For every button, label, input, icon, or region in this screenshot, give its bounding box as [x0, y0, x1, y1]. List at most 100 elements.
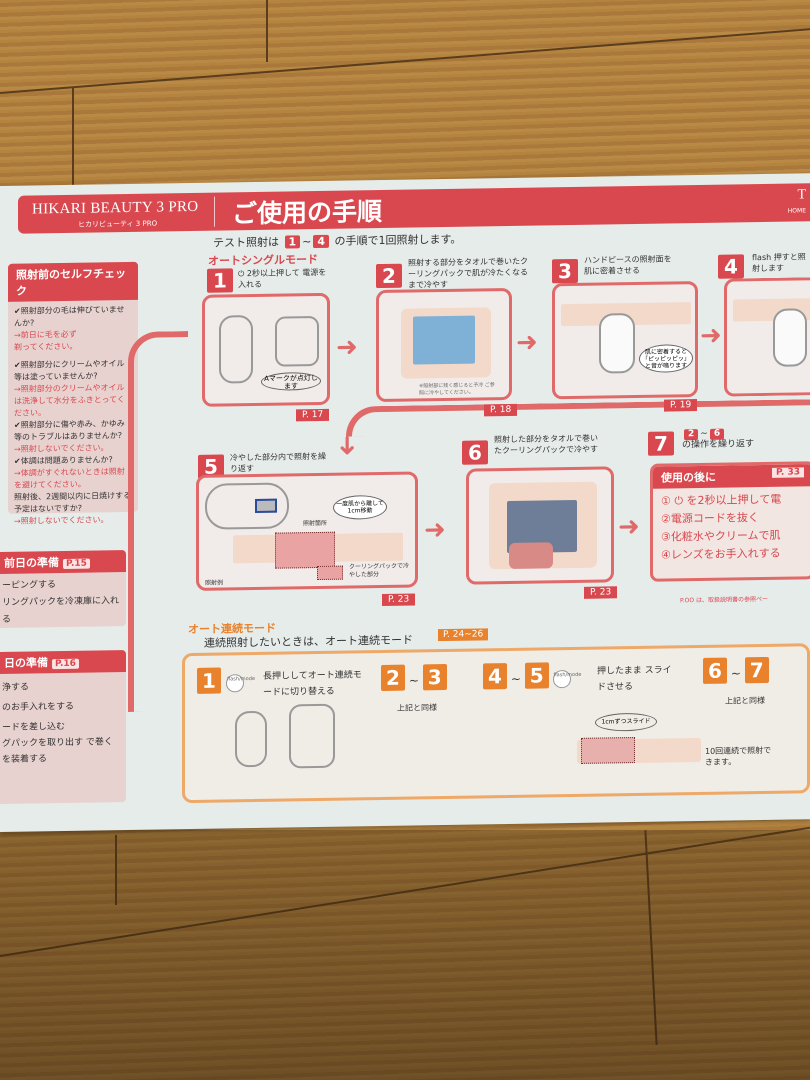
range-sep: ~ — [302, 235, 312, 249]
cont-step-6-7: 6 ~ 7 — [703, 656, 769, 684]
step3-illustration: 肌に密着すると「ピッピッピッ」と音が鳴ります — [552, 281, 698, 400]
page-ref: P. 18 — [484, 403, 518, 417]
test-suffix: の手順で1回照射します。 — [334, 232, 462, 248]
check-question: ✔照射部分にクリームやオイル等は塗っていませんか? — [14, 359, 125, 382]
spot-label: 照射箇所 — [303, 519, 328, 528]
prep-item: ードを差し込む — [2, 721, 66, 733]
step-number: 3 — [422, 663, 447, 691]
step-note: 肌に密着すると「ピッピッピッ」と音が鳴ります — [639, 344, 693, 373]
step2-illustration: ※照射部に残く感じると予冷 ご参照に冷やしてください。 — [376, 287, 512, 403]
device-icon — [289, 703, 335, 769]
legend-swatch — [317, 565, 343, 581]
prep-item: を装着する — [2, 754, 48, 765]
cooled-area — [581, 737, 635, 764]
header-right-fragment: T — [797, 187, 806, 203]
handpiece-icon — [235, 710, 267, 768]
check-question: ✔照射部分に傷や赤み、かゆみ等のトラブルはありませんか? — [14, 419, 125, 442]
step-text: ハンドピースの照射面を肌に密着させる — [584, 254, 672, 276]
after-use-item: ① ⏻ を2秒以上押して電 — [661, 492, 782, 508]
instruction-sheet: HIKARI BEAUTY 3 PRO ヒカリビューティ 3 PRO ご使用の手… — [0, 173, 810, 832]
step-note: 一度肌から離して1cm移動 — [333, 494, 387, 520]
step-number: 3 — [552, 258, 578, 284]
camisole-figure — [413, 315, 475, 365]
after-use-item: ③化粧水やクリームで肌 — [661, 528, 781, 544]
auto-continuous-box: 1 flash/mode 長押ししてオート連続モードに切り替える 2 ~ 3 上… — [182, 643, 810, 804]
cont-step-1: 1 flash/mode — [197, 667, 255, 694]
prep-item: リングパックを冷凍庫に入れる — [2, 596, 120, 625]
step-number: 6 — [703, 657, 727, 684]
step-badge: 4 — [313, 234, 330, 249]
footnote: P.OO は、取扱説明書の参照ペー — [680, 595, 768, 605]
step-note: ※照射部に残く感じると予冷 ご参照に冷やしてください。 — [419, 382, 495, 397]
self-check-title: 照射前のセルフチェック — [8, 261, 138, 302]
handpiece-icon — [219, 315, 253, 384]
check-answer: →体調がすぐれないときは照射を避けてください。 — [14, 467, 125, 490]
continuous-note: 10回連続で照射できます。 — [705, 745, 772, 767]
towel-figure — [509, 542, 553, 570]
prep-item: のお手入れをする — [2, 701, 75, 713]
page-ref: P. 33 — [771, 467, 804, 478]
handpiece-icon — [773, 308, 807, 367]
lens-icon — [255, 498, 277, 513]
floor-seam — [266, 0, 268, 62]
step-badge: 6 — [709, 428, 725, 440]
step-number: 2 — [376, 263, 402, 289]
same-day-title: 日の準備 — [4, 656, 48, 670]
step-text: 照射した部分をタオルで巻いたクーリングパックで冷やす — [494, 433, 598, 456]
step-number: 4 — [483, 663, 507, 690]
step-text: 上記と同様 — [397, 703, 437, 713]
example-label: 照射例 — [205, 579, 224, 587]
check-question: ✔照射部分の毛は伸びていませんか? — [14, 305, 125, 328]
step5-illustration: 照射箇所 一度肌から離して1cm移動 クーリングパックで冷やした部分 照射例 — [196, 471, 418, 591]
step7-text: 2~6 の操作を繰り返す — [682, 428, 755, 451]
header-divider — [214, 196, 215, 227]
flow-track — [128, 331, 188, 712]
step-number: 1 — [197, 667, 221, 694]
prep-item: ーピングする — [2, 580, 57, 591]
arrow-right-icon: ➜ — [336, 332, 358, 363]
floor-seam — [72, 88, 74, 188]
step-number: 5 — [524, 662, 549, 689]
prev-day-title: 前日の準備 — [4, 556, 59, 570]
legend-label: クーリングパックで冷やした部分 — [349, 562, 410, 579]
arrow-right-icon: ➜ — [618, 511, 640, 543]
step-badge: 2 — [684, 429, 699, 441]
page-ref: P. 17 — [296, 408, 330, 422]
step-text: 冷やした部分内で照射を繰り返す — [230, 451, 326, 474]
step-badge: 1 — [284, 235, 301, 249]
step-text: 押したまま スライドさせる — [597, 665, 672, 693]
step-number: 1 — [207, 268, 233, 293]
step-text: 上記と同様 — [725, 695, 765, 706]
page-ref: P.15 — [63, 558, 90, 570]
page-ref: P. 23 — [584, 586, 618, 599]
step-note: Aマークが点灯します — [261, 371, 321, 391]
brand-name: HIKARI BEAUTY 3 PRO — [32, 198, 199, 218]
device-icon — [275, 315, 319, 367]
step-text: ⏻ 2秒以上押して 電源を入れる — [238, 267, 327, 290]
arrow-right-icon: ➜ — [424, 514, 446, 546]
cont-step-2-3: 2 ~ 3 — [381, 663, 447, 692]
check-question: 照射後、2週間以内に日焼けする予定はないですか? — [14, 490, 132, 514]
arrow-down-icon: ➜ — [331, 434, 362, 457]
brand-subtitle: ヒカリビューティ 3 PRO — [78, 219, 158, 229]
prev-day-box: 前日の準備 P.15 ーピングする リングパックを冷凍庫に入れる — [0, 550, 126, 629]
floor-shadow — [0, 830, 810, 1080]
step-text: 長押ししてオート連続モードに切り替える — [263, 670, 362, 698]
prep-item: 浄する — [2, 682, 30, 693]
header-band: HIKARI BEAUTY 3 PRO ヒカリビューティ 3 PRO ご使用の手… — [18, 183, 810, 234]
step-number: 6 — [462, 440, 488, 465]
test-instruction: テスト照射は 1~4 の手順で1回照射します。 — [213, 231, 461, 251]
header-right-sub: HOME — [787, 207, 806, 215]
arrow-right-icon: ➜ — [700, 320, 722, 352]
self-check-box: 照射前のセルフチェック ✔照射部分の毛は伸びていませんか? →前日に毛を必ず剃っ… — [8, 261, 138, 526]
check-answer: →照射しないでください。 — [14, 515, 109, 526]
step-bubble: 1cmずつスライド — [595, 712, 657, 732]
auto-continuous-sub: 連続照射したいときは、オート連続モード — [204, 633, 413, 650]
cooled-area — [275, 531, 335, 569]
page-ref: P.16 — [52, 658, 79, 670]
step-number: 7 — [648, 431, 674, 456]
page-title: ご使用の手順 — [232, 196, 383, 229]
step-text: flash 押すと照射します — [752, 252, 806, 274]
